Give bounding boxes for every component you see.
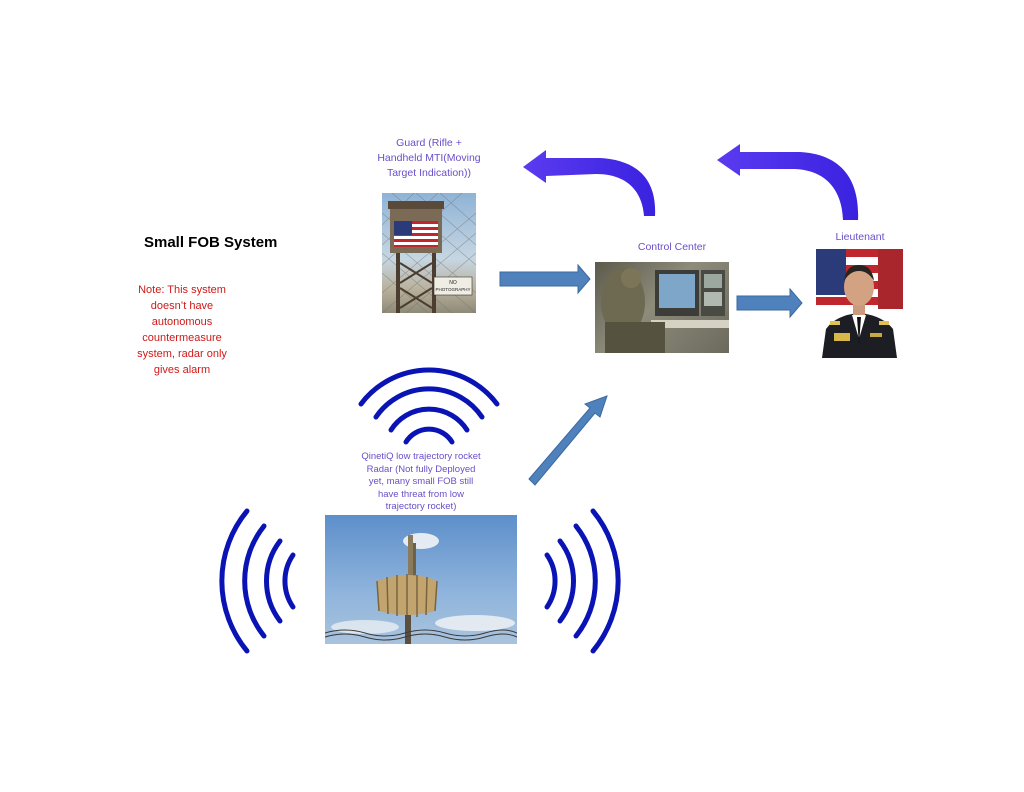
curved-arrow-lieutenant-to-control [717,144,859,220]
radar-label-line: yet, many small FOB still [368,476,474,488]
note-line: doesn’t have [150,300,214,312]
note-line: gives alarm [153,364,211,376]
sign-text: NO [449,280,457,286]
note-text: Note: This system doesn’t have autonomou… [126,282,238,378]
radar-label-line: Radar (Not fully Deployed [366,463,476,475]
radar-label-line: have threat from low [377,488,465,500]
guard-label-line: Target Indication)) [386,167,472,179]
radar-label: QinetiQ low trajectory rocket Radar (Not… [346,451,496,514]
control-center-photo [595,262,729,353]
note-line: system, radar only [137,348,227,360]
arrow-radar-to-control [528,395,608,486]
lieutenant-label: Lieutenant [835,231,885,243]
radar-waves-left [219,508,296,654]
note-line: countermeasure [142,332,222,344]
guard-label-line: Guard (Rifle + [396,137,462,149]
radar-label-line: QinetiQ low trajectory rocket [361,451,481,462]
guard-tower-photo: NO PHOTOGRAPHY [382,193,476,313]
arrow-control-to-lieutenant [736,287,803,319]
radar-image [325,533,517,644]
sign-text: PHOTOGRAPHY [436,287,471,292]
radar-photo [325,515,517,644]
control-center-image [601,268,729,353]
radar-label-line: trajectory rocket) [385,501,457,513]
note-line: autonomous [151,316,213,328]
guard-label: Guard (Rifle + Handheld MTI(Moving Targe… [356,136,502,181]
note-line: Note: This system [138,284,226,296]
arrow-guard-to-control [499,263,591,295]
radar-waves-right [544,508,621,654]
curved-arrow-control-to-guard [523,150,656,216]
lieutenant-photo [816,249,903,358]
guard-tower-image: NO PHOTOGRAPHY [382,193,476,313]
lieutenant-image [816,249,903,358]
radar-waves-top [358,367,500,445]
page-title: Small FOB System [144,234,278,251]
control-center-label: Control Center [637,241,707,253]
guard-label-line: Handheld MTI(Moving [377,152,481,164]
